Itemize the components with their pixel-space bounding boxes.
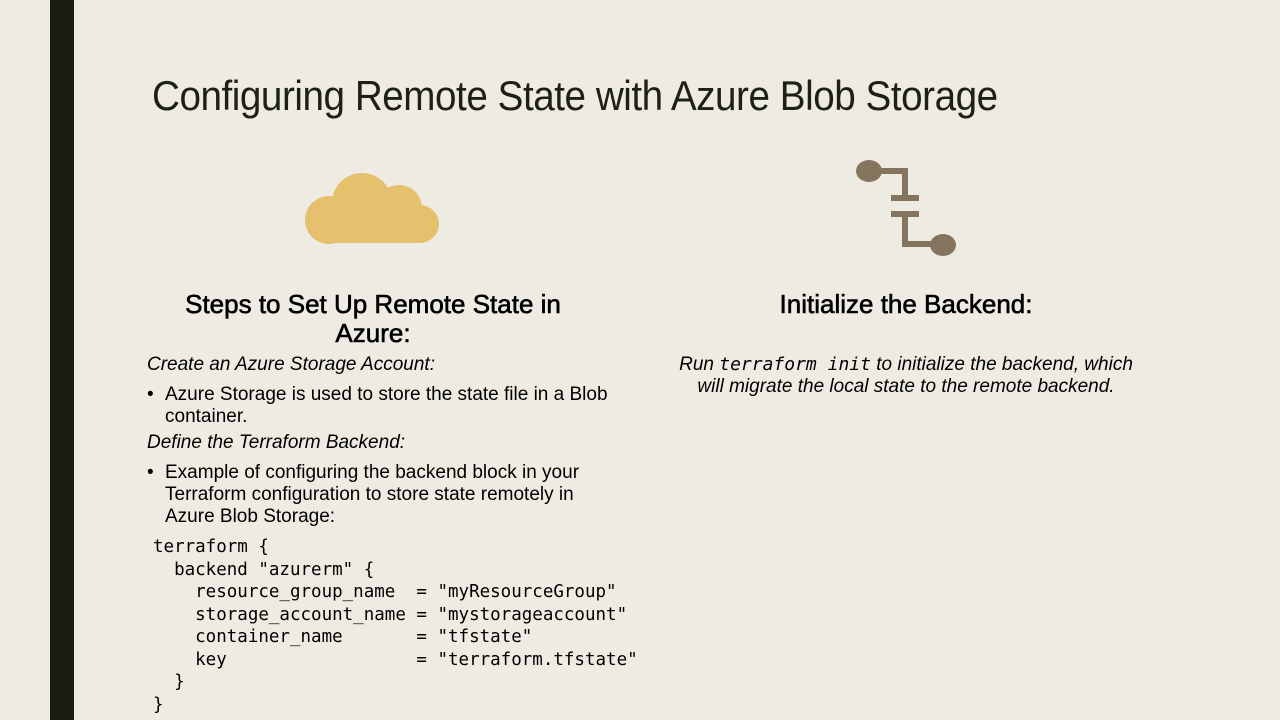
bullet-item: • Example of configuring the backend blo…: [147, 462, 617, 528]
accent-bar: [50, 0, 74, 720]
branch-icon: [856, 160, 956, 256]
slide-title: Configuring Remote State with Azure Blob…: [152, 72, 998, 119]
step-label: Create an Azure Storage Account:: [147, 354, 435, 375]
right-column-heading: Initialize the Backend:: [779, 289, 1033, 319]
migrate-text: to initialize the backend, which will mi…: [697, 354, 1133, 397]
left-column-heading: Steps to Set Up Remote State in Azure:: [185, 289, 561, 348]
cloud-icon: [305, 173, 439, 244]
bullet-marker: •: [147, 384, 154, 405]
terraform-init-command: terraform init: [719, 354, 871, 375]
left-column-body: Create an Azure Storage Account: • Azure…: [147, 354, 638, 716]
right-column-body: Run terraform init to initialize the bac…: [676, 354, 1136, 398]
backend-code-block: terraform { backend "azurerm" { resource…: [153, 537, 638, 715]
bullet-text: Azure Storage is used to store the state…: [165, 384, 608, 427]
bullet-item: • Azure Storage is used to store the sta…: [147, 384, 617, 428]
run-text: Run: [679, 354, 720, 375]
step-label: Define the Terraform Backend:: [147, 432, 406, 453]
bullet-marker: •: [147, 462, 154, 483]
bullet-text: Example of configuring the backend block…: [165, 462, 580, 527]
